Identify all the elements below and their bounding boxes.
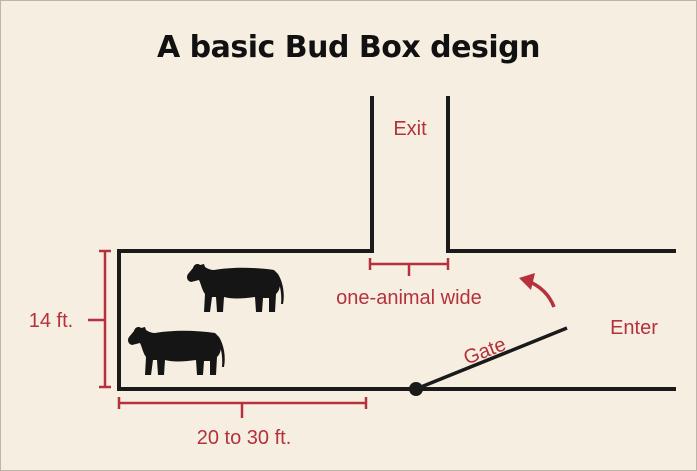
enter-label: Enter (610, 317, 658, 339)
cow-icon (187, 264, 284, 312)
gate-hinge (409, 382, 423, 396)
exit-label: Exit (393, 118, 427, 140)
pen-walls (117, 96, 676, 391)
diagram-title: A basic Bud Box design (157, 30, 540, 65)
gate (415, 326, 568, 391)
gate-label: Gate (461, 333, 509, 369)
cow-icon (128, 327, 225, 375)
gate-swing-arrow (519, 273, 556, 308)
width-label: 14 ft. (29, 310, 73, 332)
one-animal-wide-label: one-animal wide (336, 287, 482, 309)
one-animal-wide-dimension (368, 258, 450, 276)
width-dimension (88, 249, 111, 389)
length-dimension (117, 397, 368, 418)
length-label: 20 to 30 ft. (197, 427, 292, 449)
